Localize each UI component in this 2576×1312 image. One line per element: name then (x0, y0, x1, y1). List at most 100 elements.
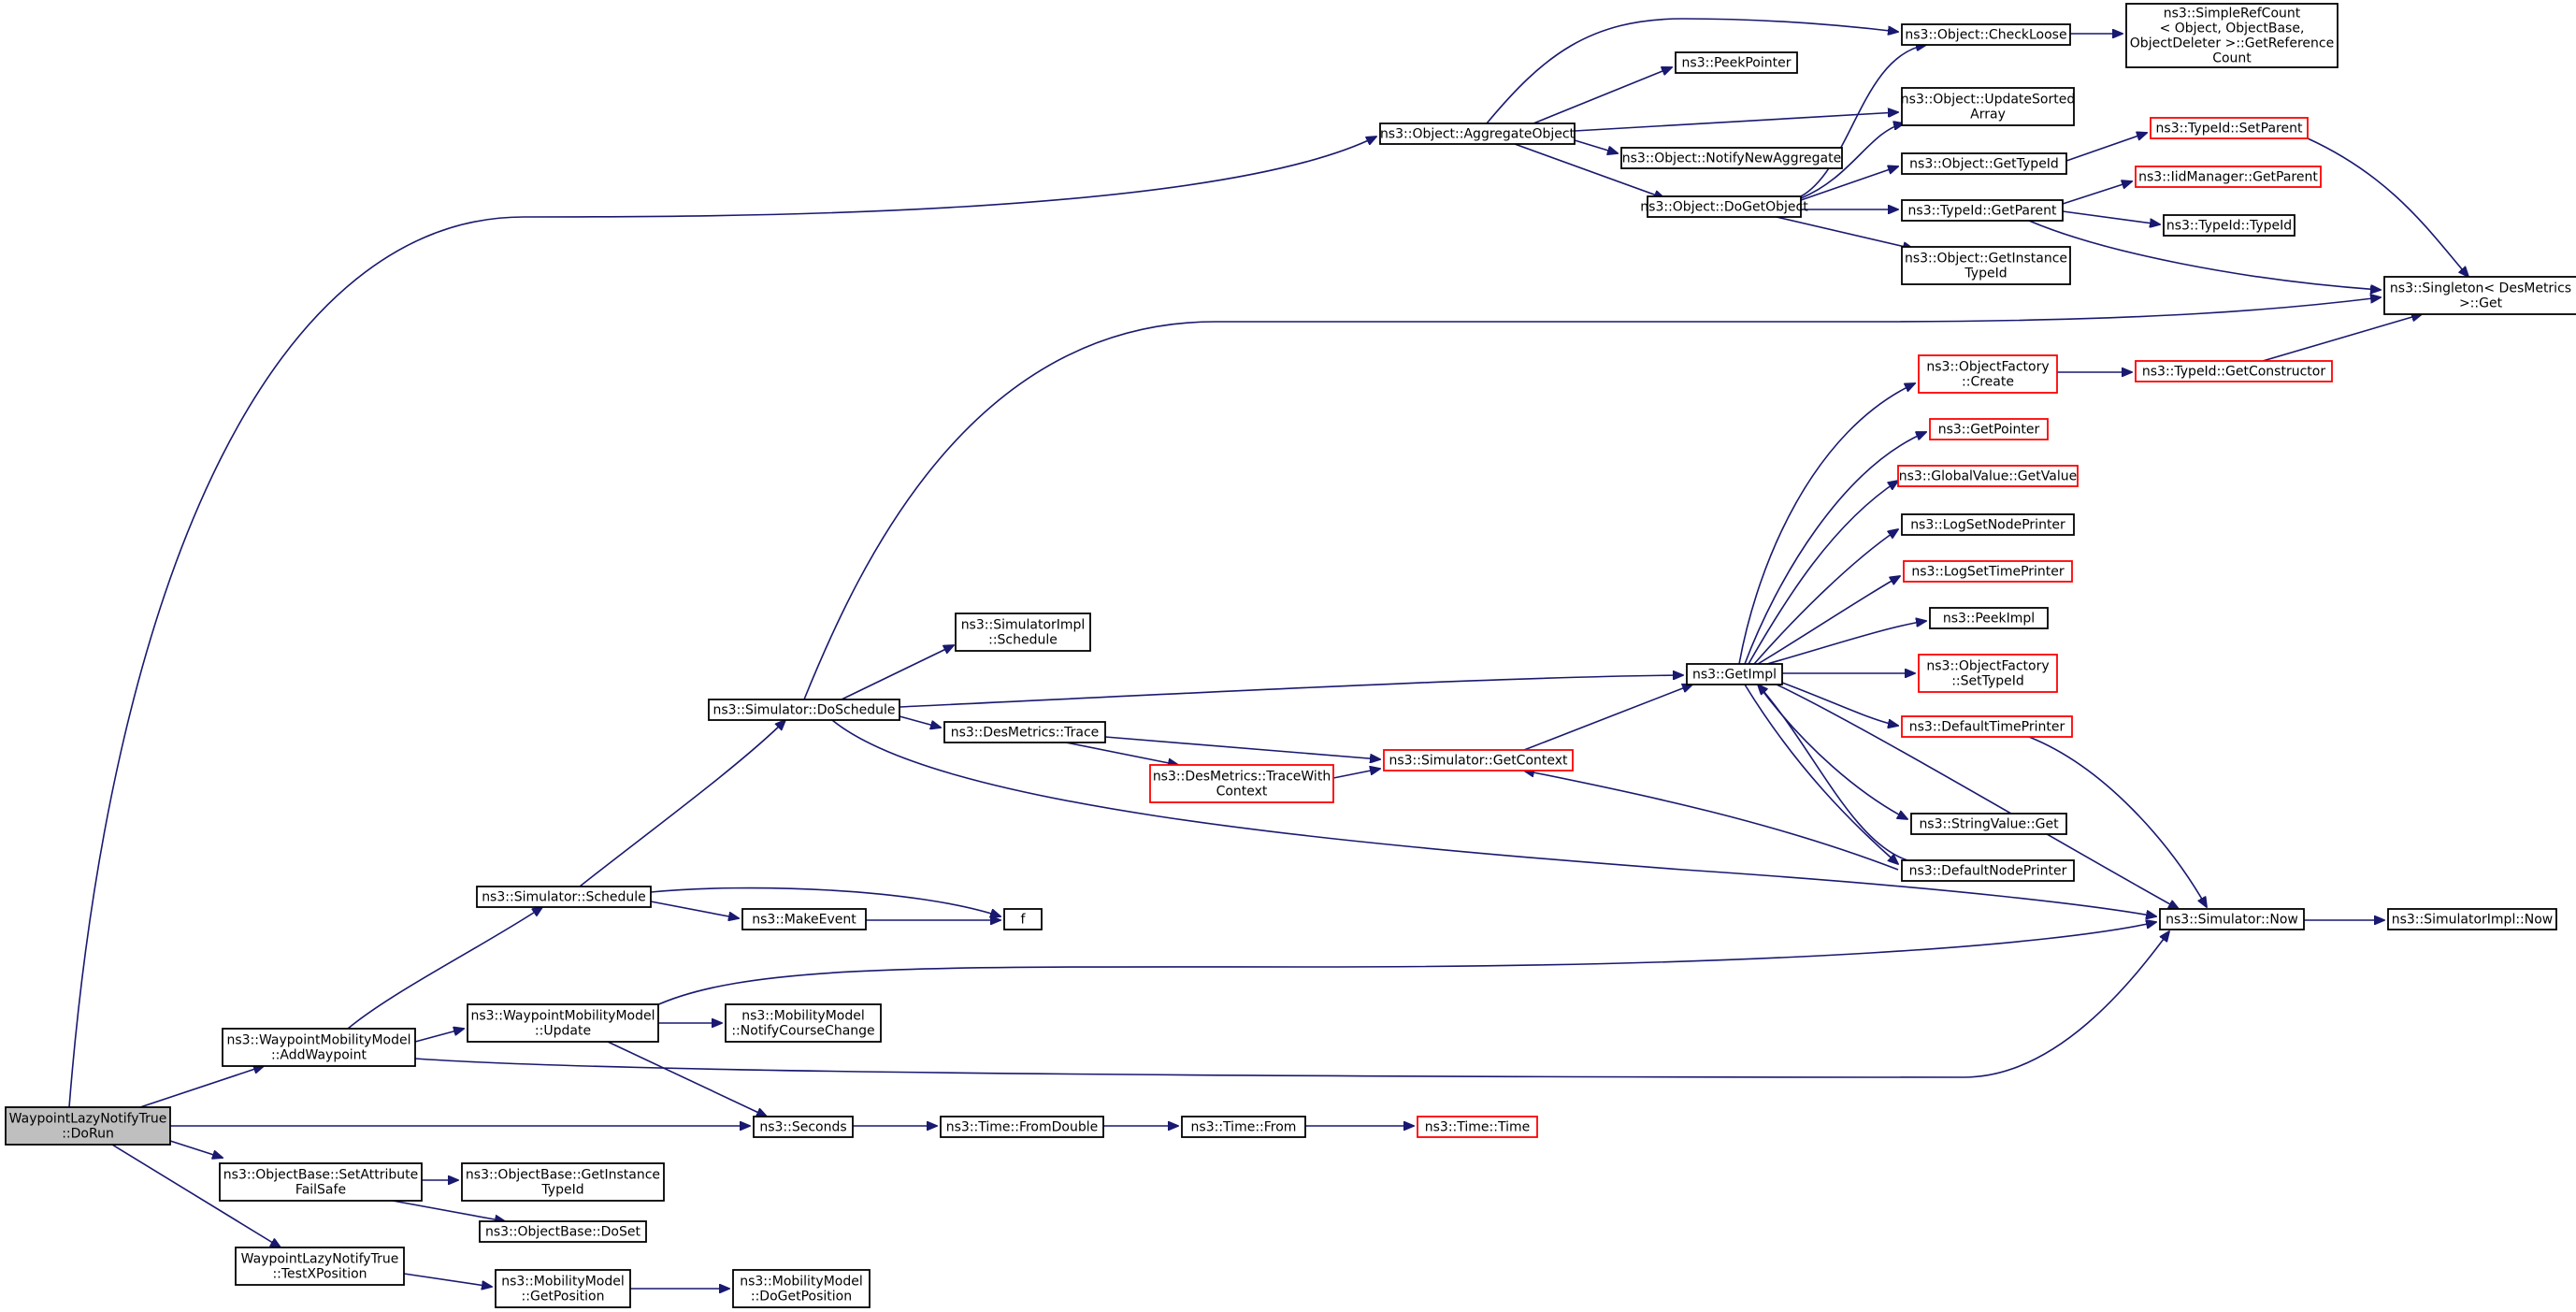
node-box[interactable] (1675, 51, 1798, 74)
node-box[interactable] (741, 908, 867, 930)
node-box[interactable] (1910, 813, 2067, 835)
node-stringValueGet[interactable]: ns3::StringValue::Get (1910, 813, 2067, 835)
node-box[interactable] (1918, 654, 2058, 693)
node-box[interactable] (753, 1116, 854, 1138)
node-singletonGet[interactable]: ns3::Singleton< DesMetrics >::Get (2383, 276, 2576, 315)
node-simImplSchedule[interactable]: ns3::SimulatorImpl::Schedule (955, 613, 1091, 652)
node-box[interactable] (467, 1003, 659, 1043)
node-typeIdTypeId[interactable]: ns3::TypeId::TypeId (2163, 214, 2295, 237)
node-box[interactable] (1379, 123, 1576, 145)
node-objCheckLoose[interactable]: ns3::Object::CheckLoose (1901, 23, 2071, 46)
node-peekImpl[interactable]: ns3::PeekImpl (1929, 607, 2049, 629)
node-typeIdGetParent[interactable]: ns3::TypeId::GetParent (1901, 199, 2064, 222)
node-desMetricsTrace[interactable]: ns3::DesMetrics::Trace (943, 721, 1106, 743)
node-makeEvent[interactable]: ns3::MakeEvent (741, 908, 867, 930)
node-box[interactable] (1149, 764, 1334, 803)
node-simpleRefCount[interactable]: ns3::SimpleRefCount< Object, ObjectBase,… (2125, 3, 2339, 68)
node-objBaseDoSet[interactable]: ns3::ObjectBase::DoSet (479, 1220, 647, 1243)
node-iidGetParent[interactable]: ns3::IidManager::GetParent (2135, 166, 2322, 188)
node-simImplNow[interactable]: ns3::SimulatorImpl::Now (2387, 908, 2557, 930)
node-box[interactable] (1901, 23, 2071, 46)
node-mmNotifyCourseChange[interactable]: ns3::MobilityModel::NotifyCourseChange (725, 1003, 882, 1043)
node-wmmUpdate[interactable]: ns3::WaypointMobilityModel::Update (467, 1003, 659, 1043)
node-box[interactable] (2125, 3, 2339, 68)
node-box[interactable] (2159, 908, 2305, 930)
node-box[interactable] (219, 1162, 423, 1202)
node-logSetTimePrinter[interactable]: ns3::LogSetTimePrinter (1903, 560, 2073, 583)
node-objGetTypeId[interactable]: ns3::Object::GetTypeId (1901, 152, 2067, 175)
node-box[interactable] (1903, 560, 2073, 583)
node-simGetContext[interactable]: ns3::Simulator::GetContext (1383, 749, 1574, 771)
node-box[interactable] (461, 1162, 665, 1202)
node-defaultNodePrinter[interactable]: ns3::DefaultNodePrinter (1901, 859, 2075, 882)
node-objNotifyNewAggregate[interactable]: ns3::Object::NotifyNewAggregate (1620, 147, 1843, 169)
node-box[interactable] (1918, 354, 2058, 394)
node-simSchedule[interactable]: ns3::Simulator::Schedule (476, 886, 652, 908)
node-globalValueGetValue[interactable]: ns3::GlobalValue::GetValue (1897, 465, 2079, 487)
node-box[interactable] (1901, 152, 2067, 175)
node-box[interactable] (2387, 908, 2557, 930)
node-box[interactable] (940, 1116, 1104, 1138)
node-box[interactable] (1929, 418, 2049, 440)
node-timeFrom[interactable]: ns3::Time::From (1181, 1116, 1306, 1138)
node-seconds[interactable]: ns3::Seconds (753, 1116, 854, 1138)
node-box[interactable] (1901, 246, 2071, 285)
node-peekPointer[interactable]: ns3::PeekPointer (1675, 51, 1798, 74)
node-box[interactable] (1417, 1116, 1538, 1138)
node-box[interactable] (222, 1028, 416, 1067)
node-objFactoryCreate[interactable]: ns3::ObjectFactory::Create (1918, 354, 2058, 394)
node-box[interactable] (5, 1106, 171, 1146)
node-box[interactable] (708, 699, 900, 721)
node-box[interactable] (2383, 276, 2576, 315)
node-box[interactable] (1929, 607, 2049, 629)
node-f[interactable]: f (1003, 908, 1043, 930)
node-box[interactable] (1901, 715, 2073, 738)
node-box[interactable] (2135, 166, 2322, 188)
node-box[interactable] (1620, 147, 1843, 169)
node-simDoSchedule[interactable]: ns3::Simulator::DoSchedule (708, 699, 900, 721)
node-typeIdGetConstructor[interactable]: ns3::TypeId::GetConstructor (2135, 360, 2333, 382)
node-root[interactable]: WaypointLazyNotifyTrue::DoRun (5, 1106, 171, 1146)
node-box[interactable] (476, 886, 652, 908)
node-box[interactable] (1686, 663, 1783, 685)
node-box[interactable] (2150, 117, 2309, 139)
node-box[interactable] (2163, 214, 2295, 237)
node-box[interactable] (495, 1269, 631, 1308)
node-defaultTimePrinter[interactable]: ns3::DefaultTimePrinter (1901, 715, 2073, 738)
node-box[interactable] (1901, 199, 2064, 222)
node-box[interactable] (725, 1003, 882, 1043)
node-box[interactable] (1383, 749, 1574, 771)
node-timeTime[interactable]: ns3::Time::Time (1417, 1116, 1538, 1138)
node-box[interactable] (955, 613, 1091, 652)
node-mmGetPosition[interactable]: ns3::MobilityModel::GetPosition (495, 1269, 631, 1308)
node-box[interactable] (943, 721, 1106, 743)
node-logSetNodePrinter[interactable]: ns3::LogSetNodePrinter (1901, 513, 2075, 536)
node-box[interactable] (1181, 1116, 1306, 1138)
node-box[interactable] (2135, 360, 2333, 382)
node-box[interactable] (235, 1247, 405, 1286)
node-typeIdSetParent[interactable]: ns3::TypeId::SetParent (2150, 117, 2309, 139)
node-objDoGetObject[interactable]: ns3::Object::DoGetObject (1640, 195, 1808, 218)
node-box[interactable] (1901, 859, 2075, 882)
node-box[interactable] (1897, 465, 2079, 487)
node-getImpl[interactable]: ns3::GetImpl (1686, 663, 1783, 685)
node-box[interactable] (1003, 908, 1043, 930)
node-box[interactable] (479, 1220, 647, 1243)
node-box[interactable] (1901, 87, 2075, 126)
node-aggregateObject[interactable]: ns3::Object::AggregateObject (1379, 123, 1576, 145)
node-timeFromDouble[interactable]: ns3::Time::FromDouble (940, 1116, 1104, 1138)
node-box[interactable] (732, 1269, 871, 1308)
node-box[interactable] (1647, 195, 1802, 218)
node-testXPosition[interactable]: WaypointLazyNotifyTrue::TestXPosition (235, 1247, 405, 1286)
node-mmDoGetPosition[interactable]: ns3::MobilityModel::DoGetPosition (732, 1269, 871, 1308)
node-box[interactable] (1901, 513, 2075, 536)
node-simNow[interactable]: ns3::Simulator::Now (2159, 908, 2305, 930)
node-addWaypoint[interactable]: ns3::WaypointMobilityModel::AddWaypoint (222, 1028, 416, 1067)
node-getPointer[interactable]: ns3::GetPointer (1929, 418, 2049, 440)
node-objFactorySetTypeId[interactable]: ns3::ObjectFactory::SetTypeId (1918, 654, 2058, 693)
